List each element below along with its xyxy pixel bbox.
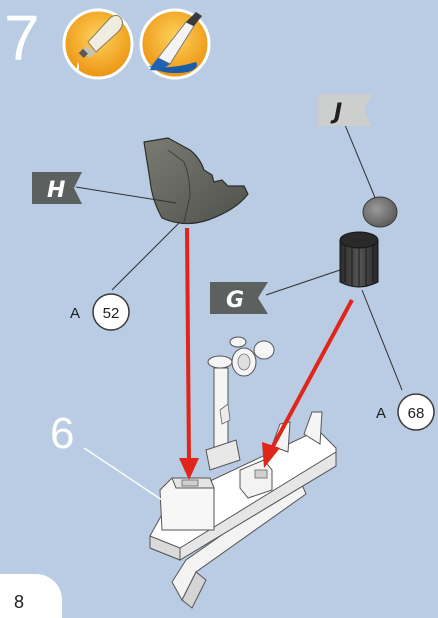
part-g-flag: G bbox=[210, 282, 268, 314]
part-h-ref-number: 52 bbox=[103, 305, 120, 322]
part-g-ref-number: 68 bbox=[408, 405, 425, 422]
part-j-flag: J bbox=[318, 94, 372, 126]
placement-arrow-h bbox=[179, 228, 199, 480]
assembly-label: 6 bbox=[50, 409, 74, 458]
assembly-model bbox=[84, 337, 336, 608]
page-number: 8 bbox=[14, 592, 24, 613]
part-h-letter: H bbox=[47, 178, 65, 203]
part-h-ref-prefix: A bbox=[70, 305, 80, 322]
page-number-tab bbox=[0, 574, 62, 618]
part-g bbox=[266, 232, 402, 390]
part-h-reference: A 52 bbox=[70, 294, 129, 330]
part-h-flag: H bbox=[32, 172, 82, 204]
glue-bottle-icon bbox=[64, 10, 132, 78]
part-g-letter: G bbox=[226, 288, 244, 313]
part-g-ref-prefix: A bbox=[376, 405, 386, 422]
part-h bbox=[76, 138, 248, 290]
paint-brush-icon bbox=[141, 10, 209, 78]
part-g-reference: A 68 bbox=[376, 394, 434, 430]
part-j bbox=[345, 125, 397, 227]
